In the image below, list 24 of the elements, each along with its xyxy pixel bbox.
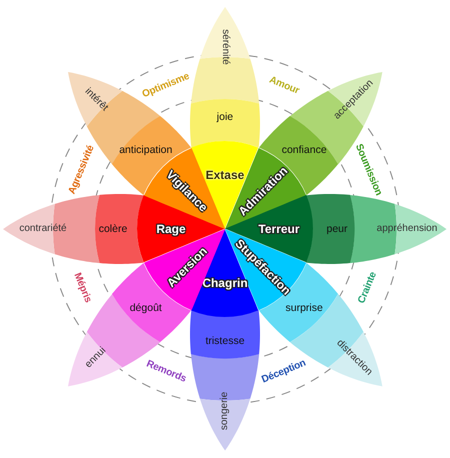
petal-segment: [350, 194, 447, 264]
emotion-label: Rage: [156, 222, 186, 235]
petal-segment: [190, 99, 260, 148]
emotion-label: appréhension: [376, 224, 438, 234]
emotion-label: dégoût: [130, 302, 162, 314]
emotion-label: tristesse: [205, 336, 245, 346]
emotion-label: songerie: [220, 392, 230, 430]
emotion-label: confiance: [282, 144, 327, 156]
emotion-label: sérénité: [220, 29, 230, 65]
petal-segment: [306, 194, 355, 264]
petal-segment: [190, 354, 260, 451]
emotion-label: Terreur: [258, 222, 300, 235]
emotion-label: peur: [326, 224, 348, 234]
dyad-label: Mépris: [71, 272, 92, 305]
emotion-label: joie: [216, 112, 234, 122]
emotion-label: surprise: [286, 302, 323, 314]
dyad-label: Amour: [268, 75, 301, 96]
petal-segment: [3, 194, 100, 264]
petal-segment: [95, 194, 144, 264]
emotion-label: colère: [98, 224, 128, 234]
petal-segment: [190, 310, 260, 359]
emotion-label: anticipation: [119, 144, 172, 156]
emotion-label: contrariété: [19, 224, 67, 234]
petal-segment: [190, 7, 260, 104]
